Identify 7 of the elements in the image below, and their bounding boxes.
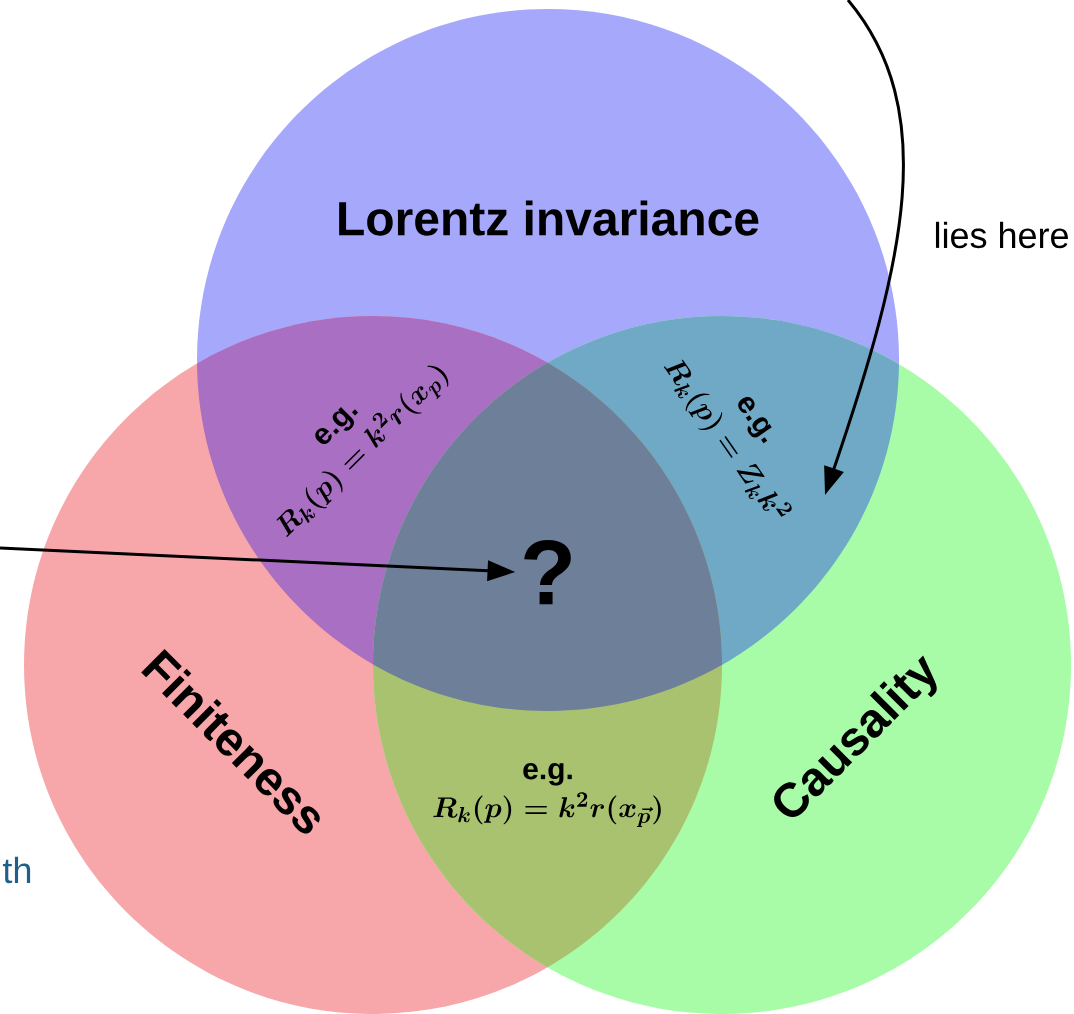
annotation-text: th bbox=[2, 856, 31, 884]
example-label: e.g. $R_k(p)=k^2 r(x_{\vec{p}})$ bbox=[433, 763, 661, 827]
annotation-text: lies here bbox=[935, 221, 1068, 249]
question-mark: ? bbox=[524, 539, 571, 605]
example-label: e.g. $R_k(p)=k^2 r(x_p)$ bbox=[276, 365, 449, 537]
example-label: e.g. $R_k(p)=Z_k k^2$ bbox=[664, 359, 792, 517]
set-label: Lorentz invariance bbox=[339, 200, 759, 236]
